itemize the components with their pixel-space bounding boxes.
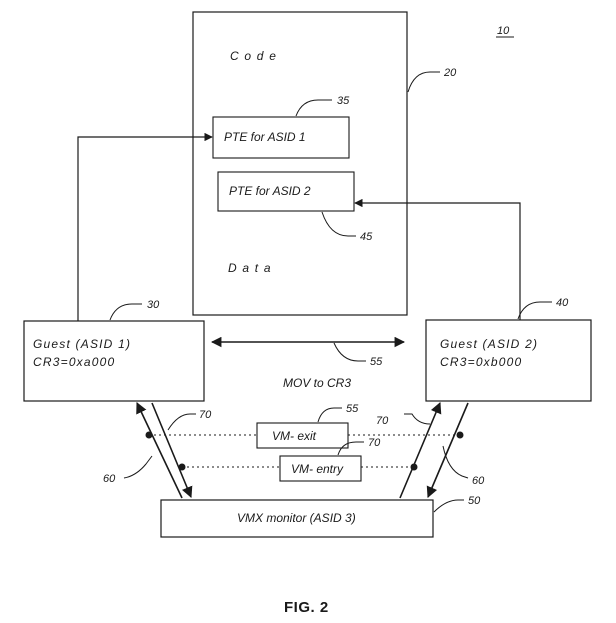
vmx-monitor-ref-leader	[433, 499, 464, 513]
vm-entry-box	[279, 455, 362, 482]
right-70-ref-leader	[404, 413, 431, 425]
right-70-ref-number: 70	[376, 415, 389, 427]
vm-entry-junction-left	[178, 463, 186, 471]
pte-asid2-ref-number: 45	[360, 231, 373, 243]
vm-exit-label: VM- exit	[272, 429, 317, 443]
pte-asid1-ref-number: 35	[337, 95, 350, 107]
guest-asid1-line1: Guest (ASID 1)	[33, 337, 131, 351]
guest-asid2-ref-leader	[517, 301, 552, 320]
vm-entry-junction-right	[410, 463, 418, 471]
memory-data-label: D a t a	[228, 261, 272, 275]
pte-asid2-label: PTE for ASID 2	[229, 184, 311, 198]
vmx-monitor-ref-number: 50	[468, 495, 481, 507]
mov-cr3-ref-number: 55	[370, 356, 383, 368]
pte-asid1-box	[212, 116, 350, 159]
figure-ref-number: 10	[497, 25, 510, 37]
memory-ref-leader	[407, 71, 440, 93]
right-60-ref-number: 60	[472, 475, 485, 487]
vm-entry-label: VM- entry	[291, 462, 344, 476]
guest-asid2-box	[425, 319, 592, 402]
pte-asid1-ref-leader	[295, 99, 332, 117]
left-arrow-down-70	[151, 402, 193, 499]
guest-asid1-ref-leader	[109, 303, 142, 321]
guest-asid2-ref-number: 40	[556, 297, 569, 309]
guest2-to-pte2-arrow	[354, 198, 521, 320]
left-arrow-up-60	[136, 401, 183, 499]
vmx-monitor-box	[160, 499, 434, 538]
guest-asid2-line2: CR3=0xb000	[440, 355, 522, 369]
vm-exit-ref-number: 55	[346, 403, 359, 415]
guest-asid2-line1: Guest (ASID 2)	[440, 337, 538, 351]
pte-asid2-ref-leader	[321, 211, 356, 237]
vm-entry-ref-number: 70	[368, 437, 381, 449]
right-arrow-down-60	[426, 402, 469, 499]
guest-asid1-line2: CR3=0xa000	[33, 355, 115, 369]
right-60-ref-leader	[442, 445, 469, 479]
vm-exit-box	[256, 422, 349, 449]
right-arrow-up-70	[399, 401, 442, 499]
guest-asid1-box	[23, 320, 205, 402]
left-70-ref-leader	[167, 413, 196, 431]
guest-asid1-ref-number: 30	[147, 299, 160, 311]
memory-code-label: C o d e	[230, 49, 277, 63]
pte-asid2-box	[217, 171, 355, 212]
vm-entry-ref-leader	[337, 441, 364, 456]
mov-cr3-label: MOV to CR3	[283, 376, 351, 390]
left-60-ref-number: 60	[103, 473, 116, 485]
left-60-ref-leader	[123, 455, 153, 479]
vm-exit-ref-leader	[317, 407, 342, 423]
pte-asid1-label: PTE for ASID 1	[224, 130, 306, 144]
memory-ref-number: 20	[443, 67, 457, 79]
mov-cr3-ref-leader	[333, 342, 366, 362]
guest1-to-pte1-arrow	[77, 132, 213, 321]
memory-block	[192, 11, 408, 316]
vm-exit-junction-left	[145, 431, 153, 439]
vm-exit-junction-right	[456, 431, 464, 439]
vmx-monitor-label: VMX monitor (ASID 3)	[237, 511, 356, 525]
figure-caption: FIG. 2	[284, 599, 329, 616]
left-70-ref-number: 70	[199, 409, 212, 421]
